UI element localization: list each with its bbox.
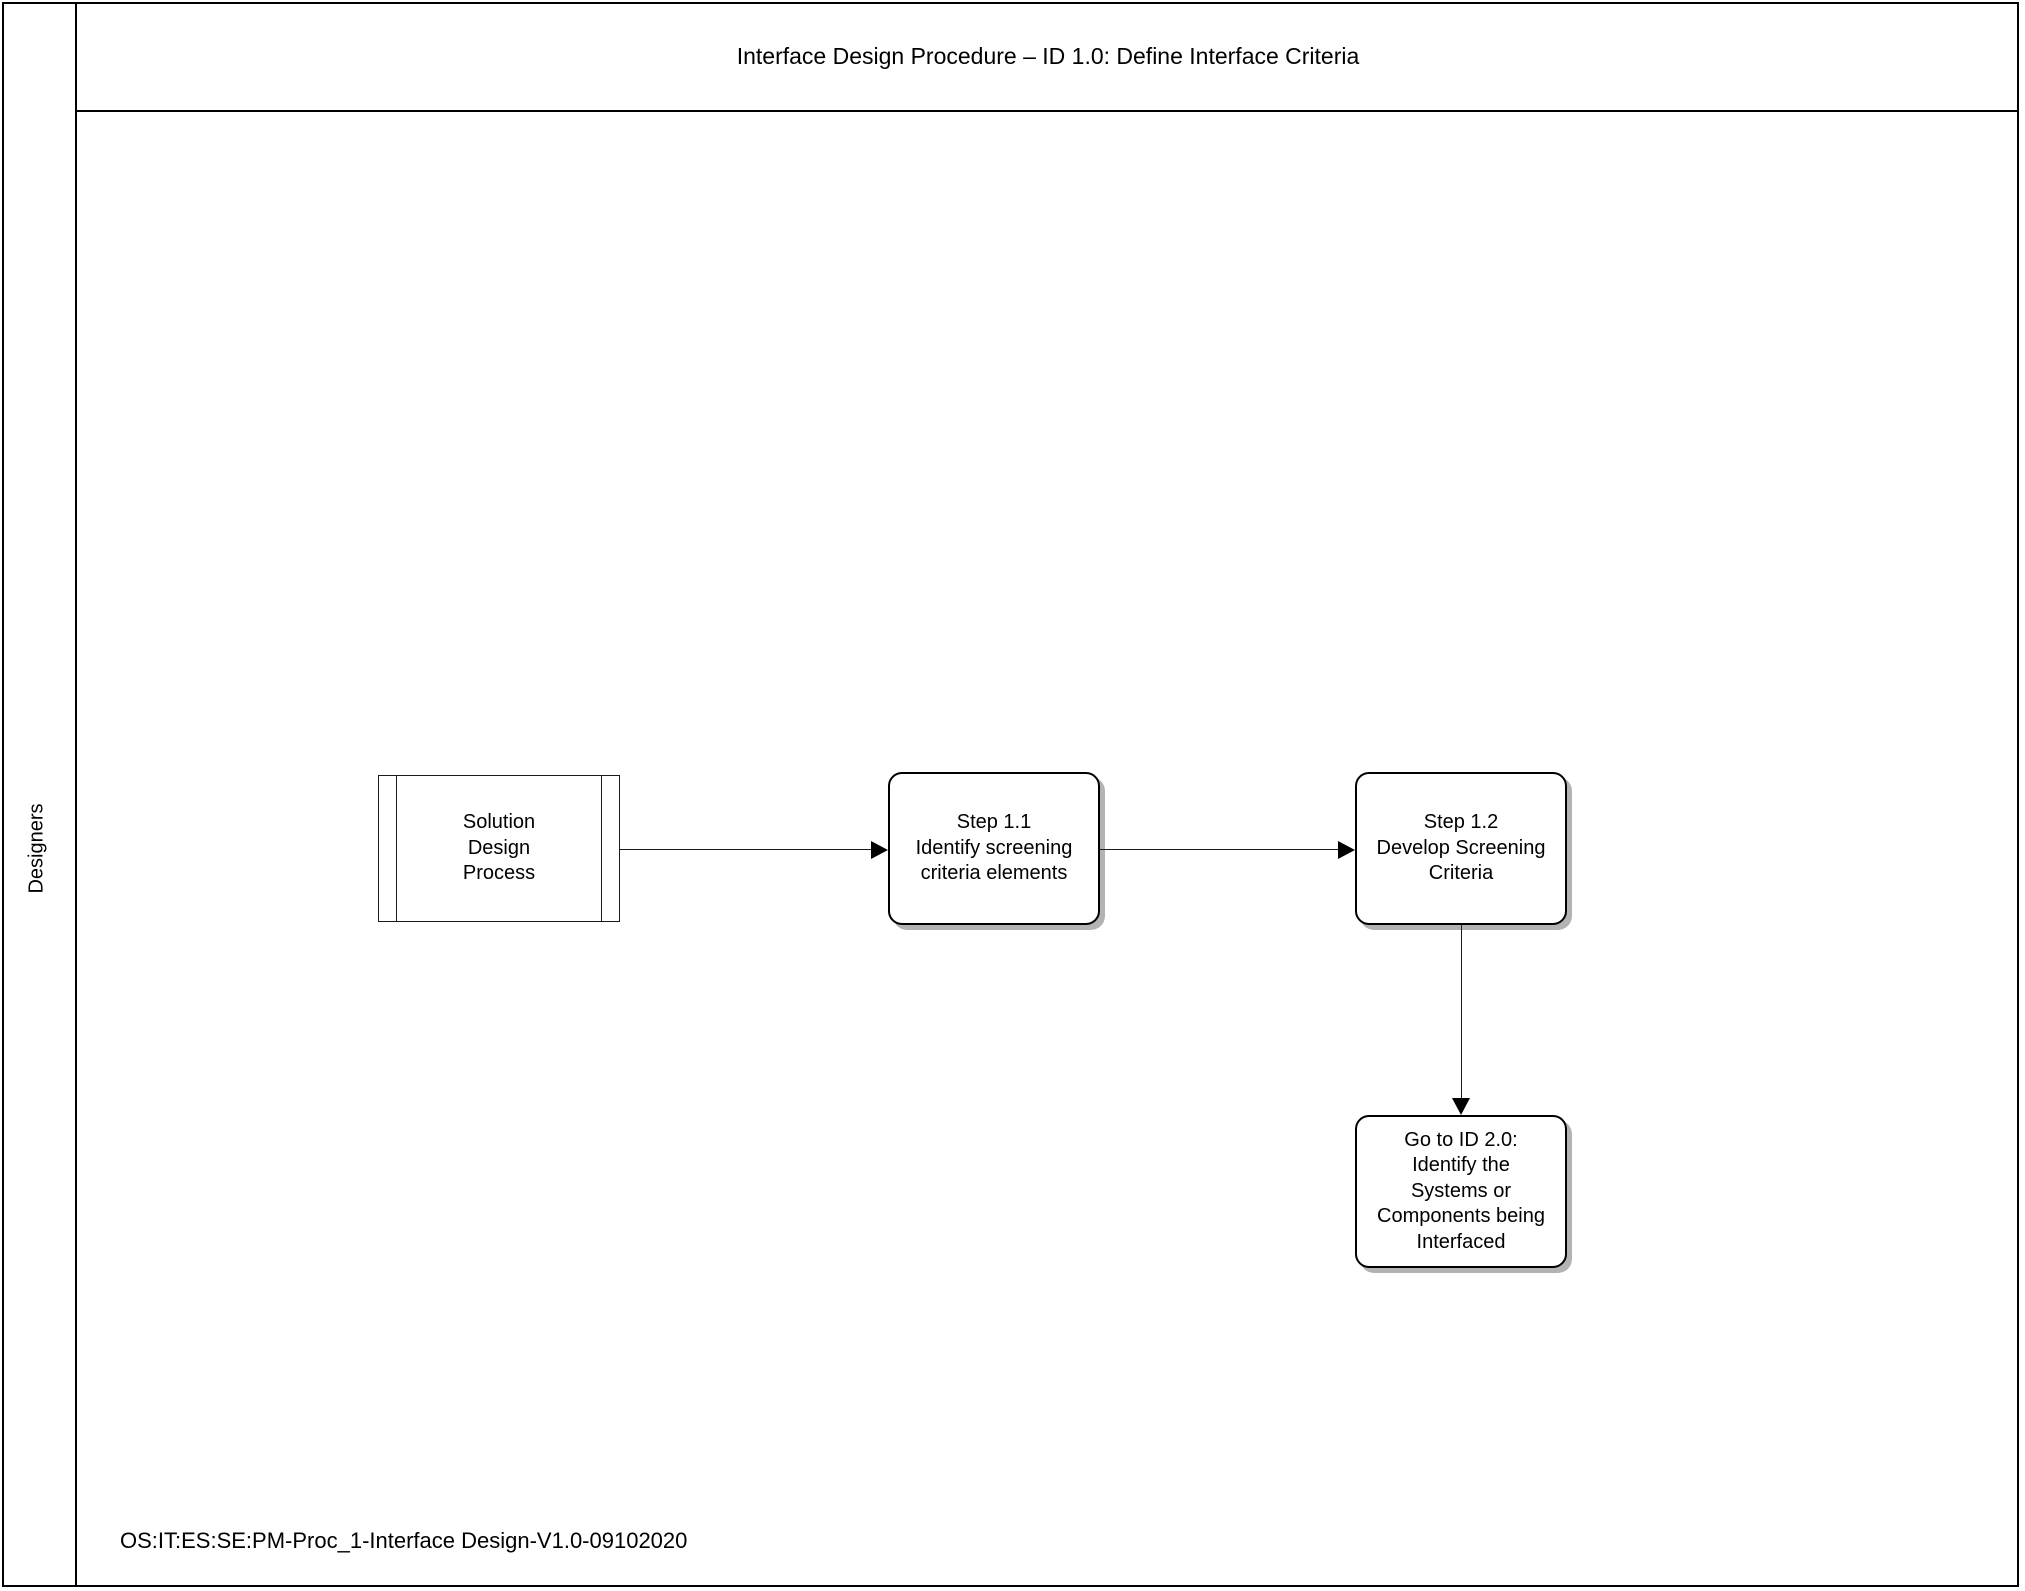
connector-step-1-2-to-go-to-id-2	[1461, 925, 1462, 1100]
connector-solution-to-step-1-1	[620, 849, 872, 850]
document-code: OS:IT:ES:SE:PM-Proc_1-Interface Design-V…	[120, 1528, 688, 1553]
swimlane-designers: Designers	[0, 110, 75, 1587]
swimlane-divider	[75, 2, 77, 1587]
arrowhead-step-1-1-to-step-1-2	[1338, 841, 1355, 859]
arrowhead-step-1-2-to-go-to-id-2	[1452, 1098, 1470, 1115]
predefined-process-rule-left	[396, 776, 397, 921]
arrowhead-solution-to-step-1-1	[871, 841, 888, 859]
connector-step-1-1-to-step-1-2	[1100, 849, 1339, 850]
title-divider	[75, 110, 2019, 112]
swimlane-label-text: Designers	[26, 803, 49, 894]
predefined-process-rule-right	[601, 776, 602, 921]
page-title: Interface Design Procedure – ID 1.0: Def…	[736, 42, 1360, 69]
